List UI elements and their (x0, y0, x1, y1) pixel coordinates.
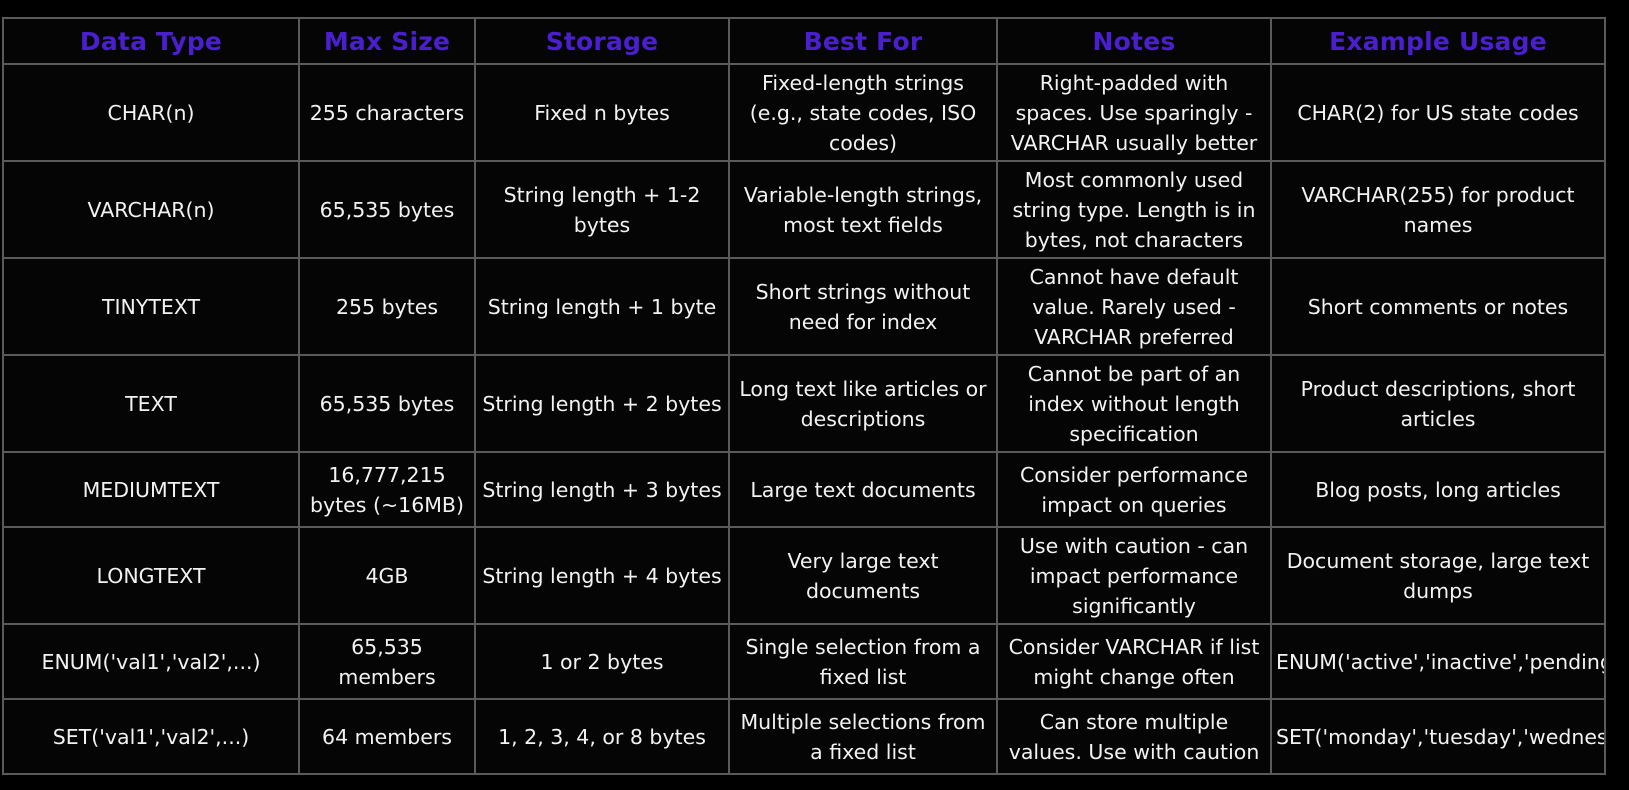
cell-example-usage: Document storage, large text dumps (1270, 526, 1606, 625)
cell-example-usage: Short comments or notes (1270, 257, 1606, 356)
header-max-size: Max Size (298, 17, 476, 65)
cell-storage: String length + 1-2 bytes (474, 160, 730, 259)
cell-example-usage: CHAR(2) for US state codes (1270, 63, 1606, 162)
cell-storage: Fixed n bytes (474, 63, 730, 162)
cell-best-for: Long text like articles or descriptions (728, 354, 998, 453)
cell-notes: Use with caution - can impact performanc… (996, 526, 1272, 625)
table-row: MEDIUMTEXT 16,777,215 bytes (~16MB) Stri… (2, 451, 1606, 528)
cell-data-type: SET('val1','val2',...) (2, 698, 300, 775)
table-header-row: Data Type Max Size Storage Best For Note… (2, 17, 1606, 65)
table-row: ENUM('val1','val2',...) 65,535 members 1… (2, 623, 1606, 700)
cell-best-for: Variable-length strings, most text field… (728, 160, 998, 259)
table-row: VARCHAR(n) 65,535 bytes String length + … (2, 160, 1606, 259)
table-row: TEXT 65,535 bytes String length + 2 byte… (2, 354, 1606, 453)
cell-notes: Most commonly used string type. Length i… (996, 160, 1272, 259)
cell-max-size: 255 bytes (298, 257, 476, 356)
cell-data-type: TINYTEXT (2, 257, 300, 356)
table-row: CHAR(n) 255 characters Fixed n bytes Fix… (2, 63, 1606, 162)
cell-notes: Cannot be part of an index without lengt… (996, 354, 1272, 453)
table-row: LONGTEXT 4GB String length + 4 bytes Ver… (2, 526, 1606, 625)
cell-storage: String length + 2 bytes (474, 354, 730, 453)
cell-max-size: 255 characters (298, 63, 476, 162)
cell-data-type: TEXT (2, 354, 300, 453)
table-row: SET('val1','val2',...) 64 members 1, 2, … (2, 698, 1606, 775)
cell-max-size: 65,535 bytes (298, 160, 476, 259)
cell-data-type: MEDIUMTEXT (2, 451, 300, 528)
cell-data-type: LONGTEXT (2, 526, 300, 625)
cell-notes: Consider VARCHAR if list might change of… (996, 623, 1272, 700)
cell-max-size: 65,535 bytes (298, 354, 476, 453)
header-notes: Notes (996, 17, 1272, 65)
cell-storage: String length + 4 bytes (474, 526, 730, 625)
header-example-usage: Example Usage (1270, 17, 1606, 65)
header-data-type: Data Type (2, 17, 300, 65)
data-types-table-wrapper: Data Type Max Size Storage Best For Note… (2, 17, 1606, 775)
cell-storage: 1, 2, 3, 4, or 8 bytes (474, 698, 730, 775)
cell-data-type: ENUM('val1','val2',...) (2, 623, 300, 700)
cell-example-usage: Product descriptions, short articles (1270, 354, 1606, 453)
cell-storage: String length + 1 byte (474, 257, 730, 356)
cell-notes: Right-padded with spaces. Use sparingly … (996, 63, 1272, 162)
cell-max-size: 64 members (298, 698, 476, 775)
cell-example-usage: Blog posts, long articles (1270, 451, 1606, 528)
cell-example-usage: ENUM('active','inactive','pending') (1270, 623, 1606, 700)
header-best-for: Best For (728, 17, 998, 65)
cell-notes: Consider performance impact on queries (996, 451, 1272, 528)
cell-notes: Cannot have default value. Rarely used -… (996, 257, 1272, 356)
cell-max-size: 16,777,215 bytes (~16MB) (298, 451, 476, 528)
table-row: TINYTEXT 255 bytes String length + 1 byt… (2, 257, 1606, 356)
cell-notes: Can store multiple values. Use with caut… (996, 698, 1272, 775)
cell-data-type: VARCHAR(n) (2, 160, 300, 259)
cell-storage: 1 or 2 bytes (474, 623, 730, 700)
cell-max-size: 4GB (298, 526, 476, 625)
cell-best-for: Single selection from a fixed list (728, 623, 998, 700)
cell-example-usage: SET('monday','tuesday','wednesday',...) (1270, 698, 1606, 775)
cell-best-for: Fixed-length strings (e.g., state codes,… (728, 63, 998, 162)
cell-best-for: Large text documents (728, 451, 998, 528)
string-data-types-table: Data Type Max Size Storage Best For Note… (2, 17, 1606, 775)
cell-best-for: Multiple selections from a fixed list (728, 698, 998, 775)
cell-example-usage: VARCHAR(255) for product names (1270, 160, 1606, 259)
header-storage: Storage (474, 17, 730, 65)
cell-max-size: 65,535 members (298, 623, 476, 700)
cell-best-for: Short strings without need for index (728, 257, 998, 356)
cell-storage: String length + 3 bytes (474, 451, 730, 528)
cell-best-for: Very large text documents (728, 526, 998, 625)
cell-data-type: CHAR(n) (2, 63, 300, 162)
